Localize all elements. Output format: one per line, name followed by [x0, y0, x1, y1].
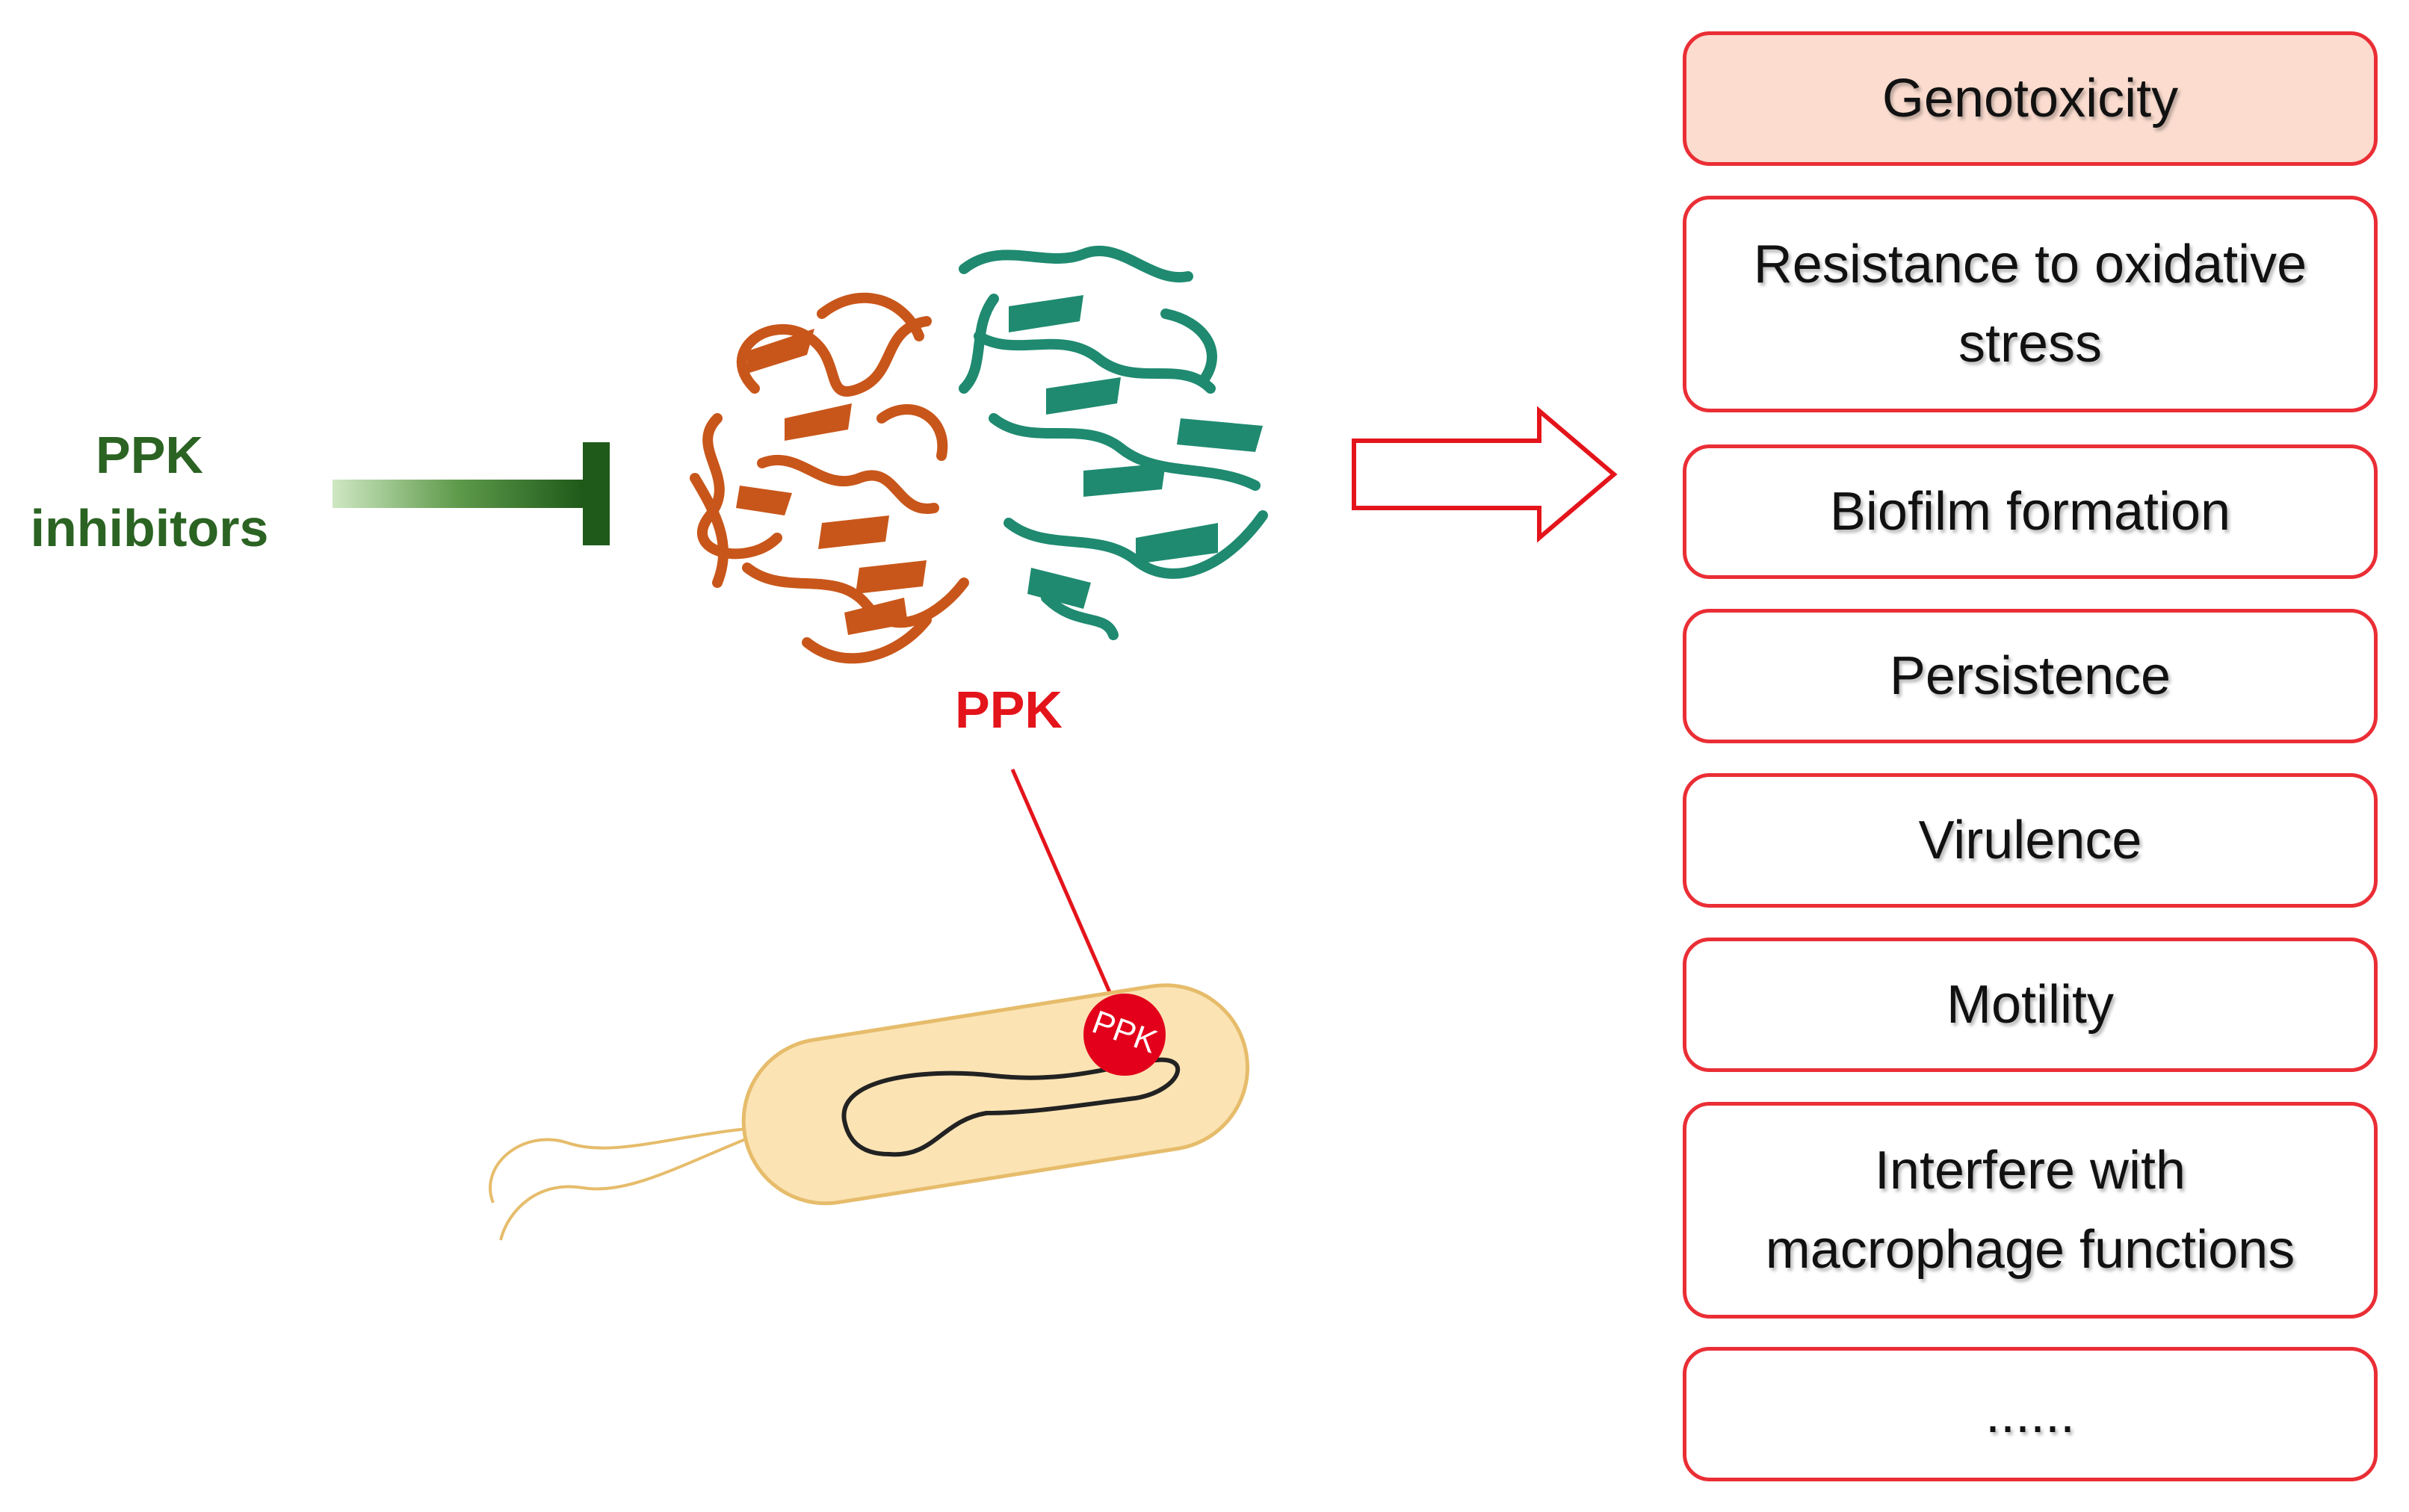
effect-oxidative-stress-line2: stress — [1958, 314, 2103, 374]
effect-biofilm-formation: Biofilm formation — [1683, 444, 2378, 579]
effect-genotoxicity: Genotoxicity — [1683, 31, 2378, 166]
bacterium — [489, 983, 1250, 1241]
effect-oxidative-stress-line1: Resistance to oxidative — [1753, 235, 2307, 294]
effect-motility: Motility — [1683, 938, 2378, 1072]
effect-arrow — [1352, 406, 1618, 543]
protein-chain-orange-sheets — [736, 329, 927, 635]
effect-persistence: Persistence — [1683, 609, 2378, 743]
bacterium-cell — [741, 983, 1250, 1206]
inhibition-arrow — [333, 442, 610, 545]
effect-genotoxicity-label: Genotoxicity — [1881, 69, 2179, 128]
inhibition-stop — [583, 442, 610, 545]
effect-motility-label: Motility — [1946, 975, 2114, 1035]
ppk-inhibitors-line2: inhibitors — [30, 499, 269, 557]
ppk-enzyme-label: PPK — [955, 681, 1063, 739]
bacterium-flagella — [489, 1127, 755, 1241]
ppk-badge — [1083, 994, 1166, 1076]
effect-more-label: ...... — [1985, 1384, 2076, 1444]
effect-biofilm-formation-label: Biofilm formation — [1829, 482, 2231, 542]
effect-virulence: Virulence — [1683, 773, 2378, 908]
ppk-connector-line — [1010, 769, 1114, 998]
effect-macrophage-functions-line1: Interfere with — [1874, 1141, 2186, 1200]
protein-chain-orange — [690, 292, 969, 664]
effect-oxidative-stress: Resistance to oxidative stress — [1683, 196, 2378, 412]
protein-chain-teal-sheets — [1009, 295, 1263, 609]
effect-macrophage-functions-line2: macrophage functions — [1765, 1220, 2295, 1280]
bacterium-nucleoid — [841, 1057, 1181, 1157]
effect-macrophage-functions: Interfere with macrophage functions — [1683, 1102, 2378, 1319]
inhibition-bar — [333, 480, 583, 508]
effect-persistence-label: Persistence — [1889, 646, 2171, 706]
ppk-protein-structure — [690, 245, 1268, 664]
ppk-inhibitors-line1: PPK — [96, 426, 203, 484]
effect-virulence-label: Virulence — [1918, 811, 2142, 870]
ppk-inhibitors-label: PPK inhibitors — [7, 418, 291, 565]
effect-more: ...... — [1683, 1347, 2378, 1481]
